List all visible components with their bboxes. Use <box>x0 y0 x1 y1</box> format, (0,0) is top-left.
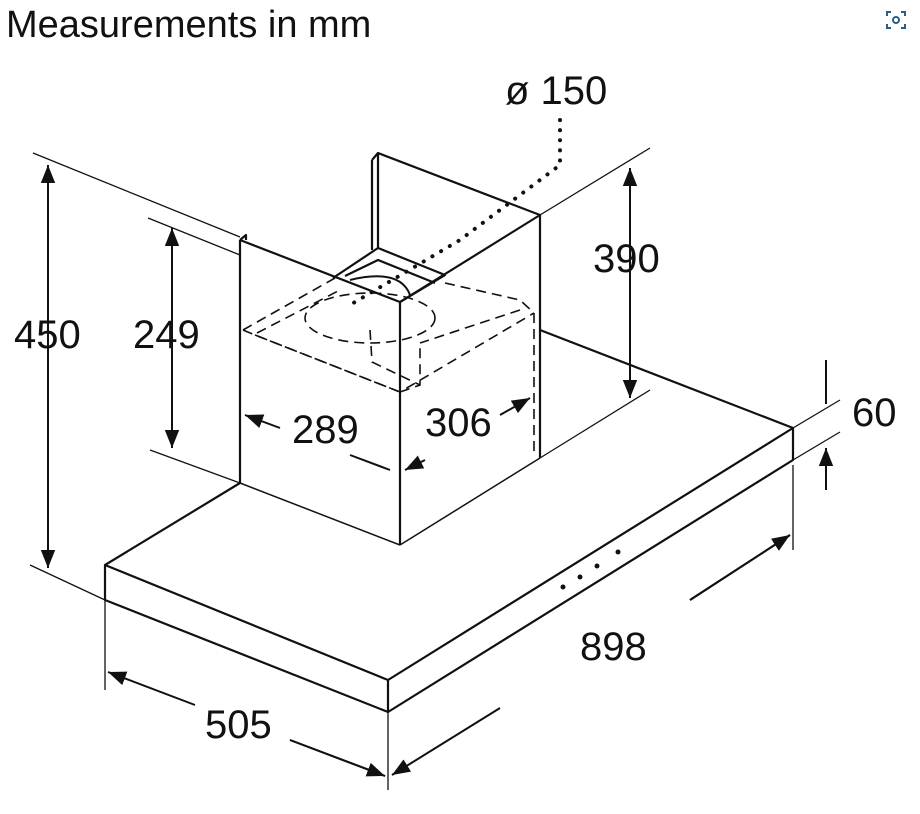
duct-centerline <box>348 118 562 307</box>
depth-label: 505 <box>205 703 272 747</box>
control-buttons <box>560 549 621 590</box>
total-height-label: 450 <box>14 313 81 357</box>
duct-diameter-label: ø 150 <box>505 69 607 113</box>
chimney-width-label: 289 <box>292 408 359 452</box>
width-label: 898 <box>580 625 647 669</box>
chimney-height-label: 249 <box>133 313 200 357</box>
chimney-depth-top-label: 390 <box>593 237 660 281</box>
image-search-icon[interactable] <box>884 8 908 32</box>
chimney-depth-label: 306 <box>425 401 492 445</box>
canopy-height-label: 60 <box>852 391 897 435</box>
dimension-lines <box>29 147 840 790</box>
page-title: Measurements in mm <box>6 4 372 46</box>
